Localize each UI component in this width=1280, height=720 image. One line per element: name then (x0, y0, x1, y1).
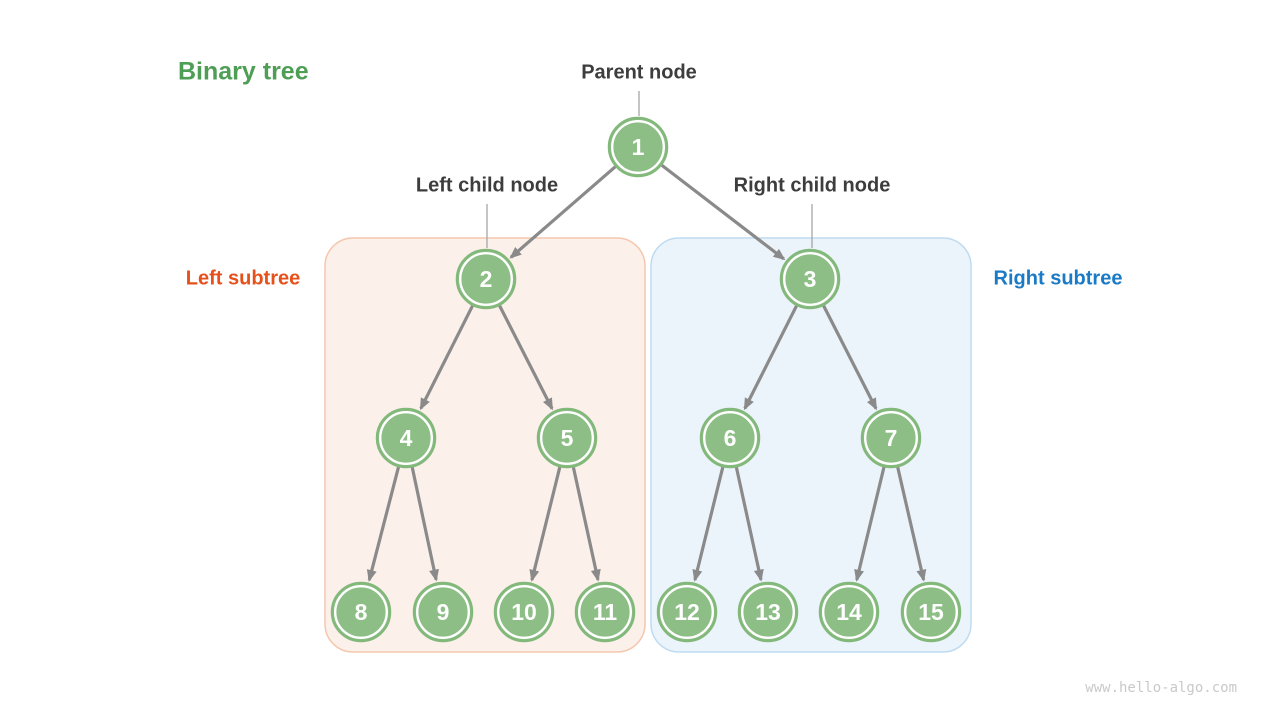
tree-node-circle (656, 581, 718, 643)
tree-edge-2-5 (498, 305, 554, 411)
page-title: Binary tree (178, 57, 309, 86)
tree-node-label: 3 (804, 266, 817, 292)
tree-edge-6-12 (692, 466, 725, 582)
tree-node-ring (822, 585, 877, 640)
tree-node-circle (536, 407, 598, 469)
tree-node-ring (660, 585, 715, 640)
tree-node-12: 12 (656, 581, 718, 643)
tree-node-label: 12 (674, 599, 700, 625)
tree-node-circle (900, 581, 962, 643)
tree-node-7: 7 (860, 407, 922, 469)
tree-node-ring (703, 411, 758, 466)
tree-node-label: 4 (400, 425, 413, 451)
tree-edge-5-11 (571, 466, 601, 582)
left-child-node-label: Left child node (415, 174, 559, 197)
tree-node-circle (574, 581, 636, 643)
tree-node-ring (540, 411, 595, 466)
tree-node-label: 10 (511, 599, 537, 625)
tree-edge-3-6 (743, 305, 798, 411)
tree-edge-4-8 (366, 466, 401, 582)
tree-edge-5-10 (529, 466, 562, 582)
tree-node-9: 9 (412, 581, 474, 643)
tree-node-10: 10 (493, 581, 555, 643)
tree-node-circle (455, 248, 517, 310)
right-subtree-label: Right subtree (993, 267, 1123, 290)
watermark: www.hello-algo.com (1085, 680, 1237, 696)
tree-node-6: 6 (699, 407, 761, 469)
tree-node-ring (864, 411, 919, 466)
tree-node-ring (416, 585, 471, 640)
tree-node-label: 6 (724, 425, 737, 451)
tree-node-circle (493, 581, 555, 643)
tree-node-ring (904, 585, 959, 640)
tree-node-label: 5 (561, 425, 574, 451)
tree-edge-2-4 (419, 305, 474, 411)
tree-edge-7-14 (854, 466, 886, 582)
tree-node-circle (779, 248, 841, 310)
tree-node-8: 8 (330, 581, 392, 643)
tree-edge-4-9 (410, 467, 439, 582)
right-child-node-label: Right child node (733, 174, 891, 197)
tree-node-ring (578, 585, 633, 640)
tree-edge-1-3 (660, 163, 786, 261)
parent-node-label: Parent node (581, 61, 697, 84)
tree-node-circle (737, 581, 799, 643)
tree-node-circle (330, 581, 392, 643)
tree-edge-6-13 (734, 466, 764, 582)
tree-edge-3-7 (822, 305, 878, 411)
tree-node-label: 1 (632, 134, 645, 160)
tree-node-13: 13 (737, 581, 799, 643)
tree-node-circle (375, 407, 437, 469)
tree-node-ring (379, 411, 434, 466)
tree-node-ring (783, 251, 838, 306)
tree-node-label: 2 (480, 266, 493, 292)
tree-node-15: 15 (900, 581, 962, 643)
subtree-box-right (650, 237, 972, 653)
tree-node-ring (741, 585, 796, 640)
tree-node-label: 7 (885, 425, 898, 451)
tree-node-label: 14 (836, 599, 862, 625)
tree-edge-7-15 (896, 466, 927, 582)
tree-node-ring (459, 251, 514, 306)
tree-node-label: 15 (918, 599, 944, 625)
tree-node-circle (607, 116, 669, 178)
tree-node-ring (611, 119, 666, 174)
tree-node-circle (699, 407, 761, 469)
tree-node-1: 1 (607, 116, 669, 178)
tree-node-ring (497, 585, 552, 640)
left-subtree-label: Left subtree (185, 267, 301, 290)
tree-node-label: 9 (437, 599, 450, 625)
tree-node-label: 13 (755, 599, 781, 625)
subtree-box-left (324, 237, 646, 653)
tree-node-14: 14 (818, 581, 880, 643)
tree-node-11: 11 (574, 581, 636, 643)
tree-node-5: 5 (536, 407, 598, 469)
tree-node-2: 2 (455, 248, 517, 310)
tree-edge-1-2 (509, 165, 617, 259)
tree-node-ring (334, 585, 389, 640)
tree-node-label: 8 (355, 599, 368, 625)
tree-node-circle (818, 581, 880, 643)
tree-node-4: 4 (375, 407, 437, 469)
tree-node-circle (860, 407, 922, 469)
tree-node-circle (412, 581, 474, 643)
tree-node-label: 11 (593, 599, 618, 625)
tree-node-3: 3 (779, 248, 841, 310)
